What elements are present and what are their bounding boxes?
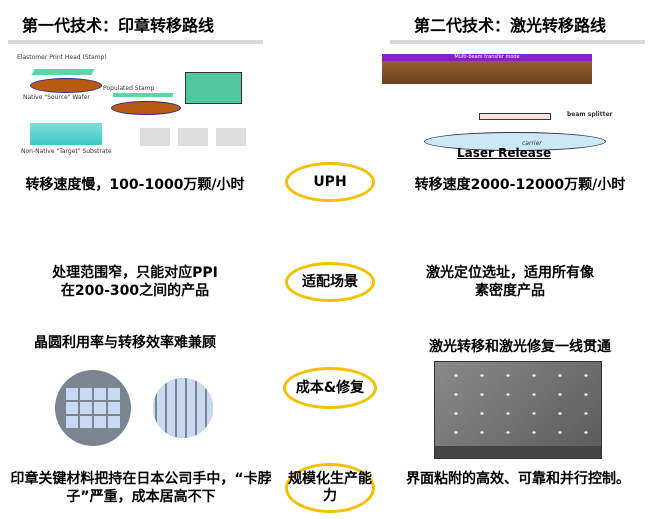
right-cost-text: 激光转移和激光修复一线贯通 — [429, 339, 611, 355]
cost-oval: 成本&修复 — [283, 367, 377, 409]
carrier-label: carrier — [522, 140, 542, 147]
right-uph-text: 转移速度2000-12000万颗/小时 — [414, 177, 626, 193]
source-label: Native "Source" Wafer — [23, 94, 90, 101]
left-scale-text: 印章关键材料把持在日本公司手中，“卡脖子”严重，成本居高不下 — [10, 471, 272, 505]
left-cost-text: 晶圆利用率与转移效率难兼顾 — [34, 335, 216, 351]
populated-label: Populated Stamp — [103, 85, 155, 92]
wafer-image-1 — [55, 370, 131, 446]
left-title: 第一代技术：印章转移路线 — [22, 16, 215, 35]
laser-release-label: Laser Release — [457, 146, 552, 159]
scale-oval: 规模化生产能力 — [285, 463, 375, 513]
stamp-label: Elastomer Print Head (Stamp) — [17, 54, 107, 61]
right-title: 第二代技术：激光转移路线 — [414, 16, 607, 35]
right-scene-text: 激光定位选址，适用所有像素密度产品 — [426, 265, 594, 299]
uph-oval: UPH — [285, 162, 375, 202]
left-uph-text: 转移速度慢，100-1000万颗/小时 — [25, 177, 245, 193]
banner-label: Multi-beam transfer mode — [382, 54, 592, 61]
left-scene-text: 处理范围窄，只能对应PPI在200-300之间的产品 — [52, 265, 218, 299]
sem-image — [434, 361, 602, 459]
wafer-image-2 — [145, 370, 221, 446]
right-divider — [390, 40, 645, 44]
scene-oval: 适配场景 — [285, 262, 375, 302]
splitter-label: beam splitter — [567, 111, 613, 118]
left-divider — [8, 40, 263, 44]
right-scale-text: 界面粘附的高效、可靠和并行控制。 — [406, 471, 630, 487]
stamp-transfer-figure: Elastomer Print Head (Stamp) Native "Sou… — [5, 48, 255, 158]
laser-transfer-figure: Multi-beam transfer mode beam splitter c… — [382, 54, 640, 159]
target-label: Non-Native "Target" Substrate — [21, 148, 112, 155]
